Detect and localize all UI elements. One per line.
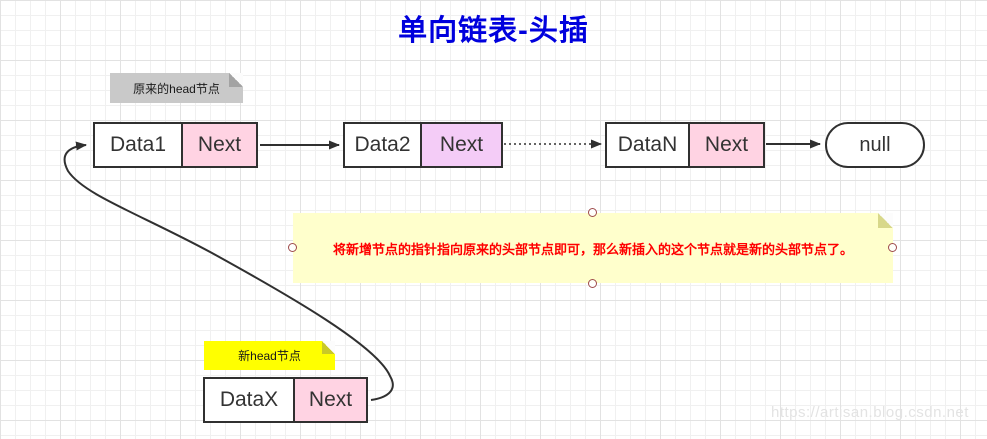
selection-handle-top[interactable] [588,208,597,217]
connector-datax-to-data1-curve[interactable] [63,141,394,401]
note-new-head-label: 新head节点 [238,349,301,363]
watermark: https://artisan.blog.csdn.net [771,404,969,421]
node-data1-next-cell: Next [183,124,256,166]
folded-corner-icon [322,341,335,354]
folded-corner-icon [878,213,893,228]
page-title: 单向链表-头插 [398,15,589,47]
node-data2-data-cell: Data2 [345,124,422,166]
note-original-head-label: 原来的head节点 [133,81,220,96]
node-datax[interactable]: DataX Next [203,377,368,423]
node-datan-next-cell: Next [690,124,763,166]
note-explanation-text: 将新增节点的指针指向原来的头部节点即可，那么新插入的这个节点就是新的头部节点了。 [332,241,853,257]
node-datax-data-cell: DataX [205,379,295,421]
node-datan[interactable]: DataN Next [605,122,765,168]
folded-corner-icon [229,73,243,87]
null-terminator-node[interactable]: null [825,122,925,168]
selection-handle-bottom[interactable] [588,279,597,288]
note-explanation[interactable]: 将新增节点的指针指向原来的头部节点即可，那么新插入的这个节点就是新的头部节点了。 [293,213,893,283]
note-original-head[interactable]: 原来的head节点 [110,73,243,103]
node-datax-next-cell: Next [295,379,366,421]
note-new-head[interactable]: 新head节点 [204,341,335,370]
selection-handle-left[interactable] [288,243,297,252]
selection-handle-right[interactable] [888,243,897,252]
node-data2[interactable]: Data2 Next [343,122,503,168]
node-data1-data-cell: Data1 [95,124,183,166]
null-label: null [859,133,891,156]
node-datan-data-cell: DataN [607,124,690,166]
node-data2-next-cell: Next [422,124,501,166]
node-data1[interactable]: Data1 Next [93,122,258,168]
